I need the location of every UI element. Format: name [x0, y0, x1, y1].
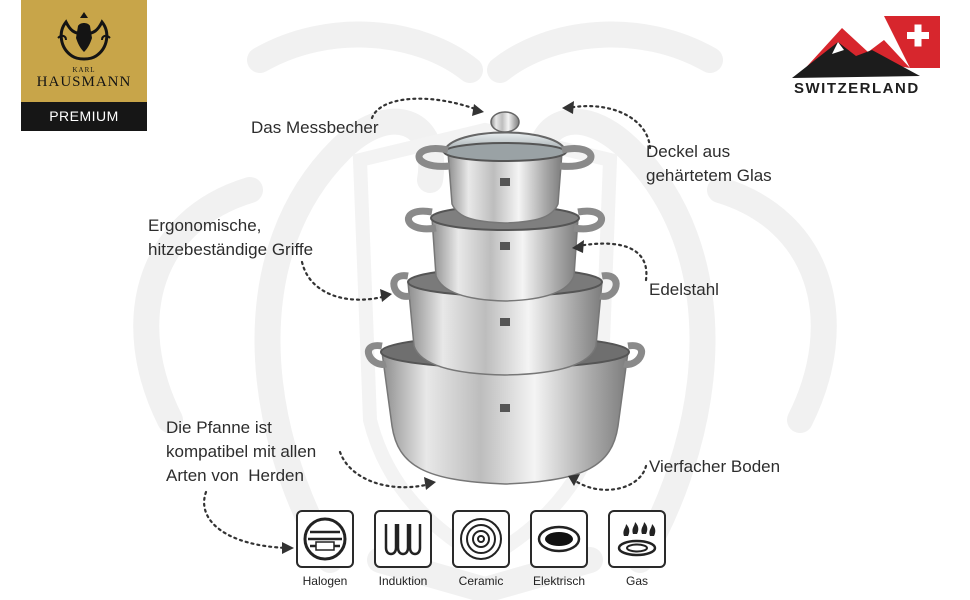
- brand-tier: PREMIUM: [21, 102, 147, 131]
- halogen-icon: [296, 510, 354, 568]
- label-compat-line3: Arten von Herden: [166, 466, 304, 485]
- stove-label-electric: Elektrisch: [532, 574, 585, 588]
- origin-country: SWITZERLAND: [794, 80, 920, 97]
- label-glass-lid-line2: gehärtetem Glas: [646, 166, 772, 185]
- ceramic-icon: [452, 510, 510, 568]
- stove-label-gas: Gas: [625, 574, 648, 588]
- gas-icon: [608, 510, 666, 568]
- stove-label-halogen: Halogen: [302, 574, 348, 588]
- brand-karl: KARL: [72, 66, 96, 74]
- brand-logo-gold-panel: [21, 0, 147, 102]
- label-handles-line2: hitzebeständige Griffe: [148, 240, 314, 259]
- label-compat-line2: kompatibel mit allen: [166, 442, 317, 461]
- stove-label-ceramic: Ceramic: [458, 574, 504, 588]
- induction-icon: [374, 510, 432, 568]
- label-glass-lid-line1: Deckel aus: [646, 142, 731, 161]
- label-measuring-lid: Das Messbecher: [251, 118, 379, 137]
- label-compat-line1: Die Pfanne ist: [166, 418, 272, 437]
- label-handles-line1: Ergonomische,: [148, 216, 262, 235]
- brand-logo: KARL HAUSMANN PREMIUM: [21, 0, 147, 131]
- brand-name: HAUSMANN: [36, 74, 132, 90]
- electric-icon: [530, 510, 588, 568]
- label-bottom: Vierfacher Boden: [649, 457, 781, 476]
- lion-crest-icon: [57, 12, 111, 61]
- cookware-set-image: [365, 111, 645, 485]
- stove-label-induction: Induktion: [378, 574, 428, 588]
- swiss-mountain-flag-icon: [792, 16, 940, 78]
- label-steel: Edelstahl: [649, 280, 719, 299]
